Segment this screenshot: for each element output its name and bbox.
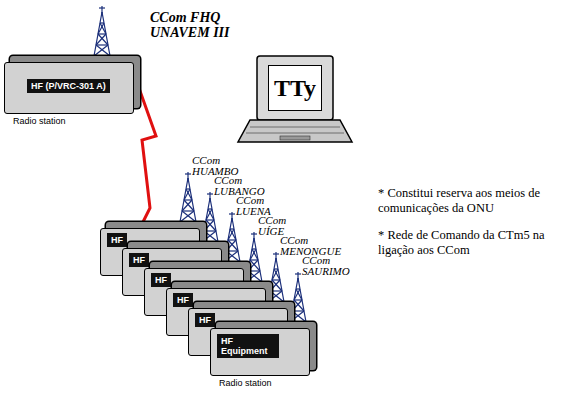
station-name: CCom LUENA — [236, 195, 271, 216]
equipment-label: HF — [195, 313, 215, 327]
equipment-label: HF — [151, 273, 171, 287]
station-name: CCom MENONGUE — [280, 235, 341, 256]
station-caption: Radio station — [219, 378, 272, 388]
antenna-tower — [268, 252, 284, 302]
radio-station-box: HF EquipmentRadio station — [210, 328, 310, 376]
equipment-label: HF Equipment — [217, 334, 279, 358]
station-name: CCom LUBANGO — [214, 175, 265, 196]
terminal-screen: TTy — [268, 65, 322, 111]
antenna-tower — [246, 232, 262, 282]
antenna-tower — [224, 212, 240, 262]
terminal-label: TTy — [274, 75, 316, 102]
radio-station-box: HF (P/VRC-301 A)Radio station — [4, 62, 134, 114]
note-text: * Constitui reserva aos meios de comunic… — [378, 186, 563, 216]
antenna-tower — [94, 6, 110, 56]
equipment-label: HF — [107, 233, 127, 247]
station-name: CCom FHQ UNAVEM III — [150, 10, 250, 40]
antenna-tower — [290, 272, 306, 322]
station-name: CCom SAURIMO — [302, 255, 350, 276]
equipment-label: HF (P/VRC-301 A) — [27, 79, 110, 93]
equipment-label: HF — [173, 293, 193, 307]
station-caption: Radio station — [13, 116, 66, 126]
note-text: * Rede de Comando da CTm5 na ligação aos… — [378, 228, 563, 258]
antenna-tower — [180, 172, 196, 222]
equipment-label: HF — [129, 253, 149, 267]
radio-link — [134, 74, 156, 228]
station-name: CCom HUAMBO — [192, 155, 238, 176]
laptop — [238, 56, 352, 142]
antenna-tower — [202, 192, 218, 242]
station-name: CCom UÍGE — [258, 215, 286, 236]
